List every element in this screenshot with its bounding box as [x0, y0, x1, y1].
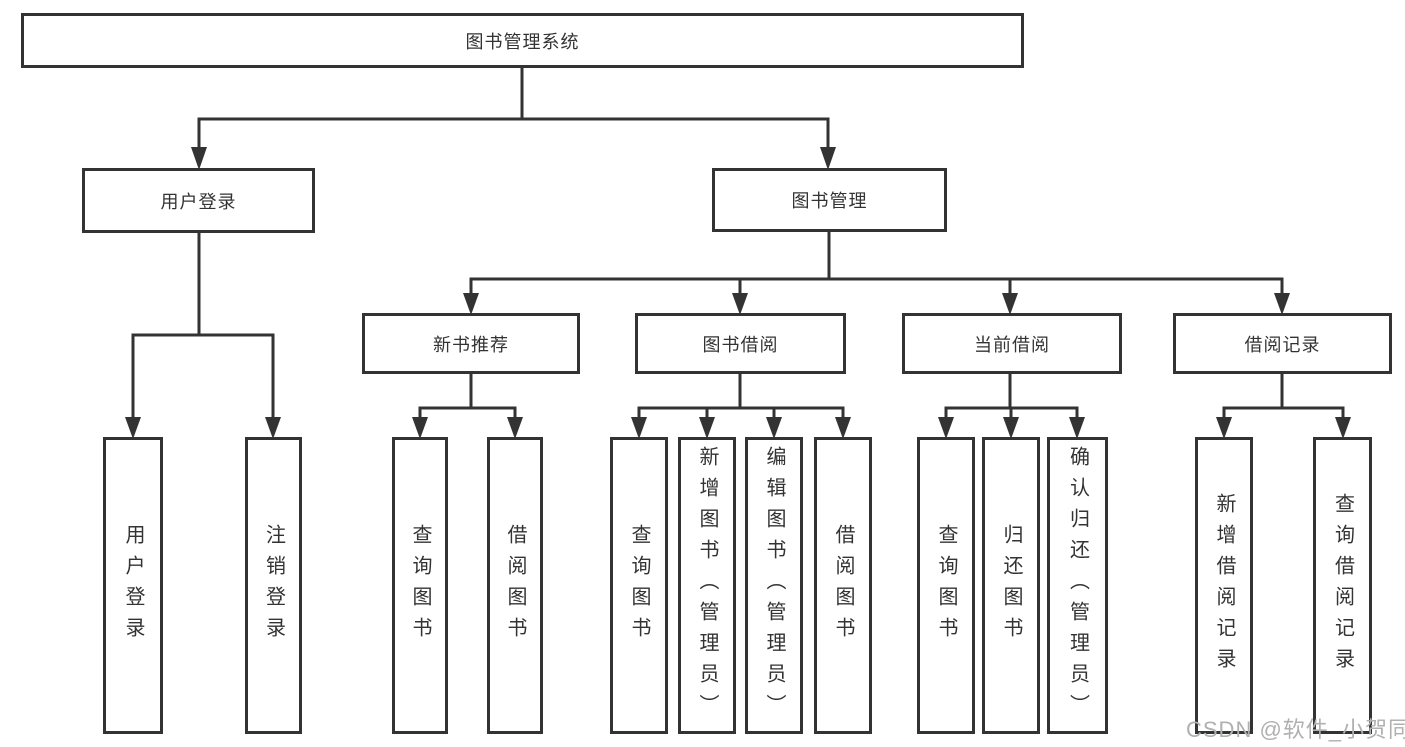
arrow-down-icon: [1003, 417, 1019, 439]
leaf-user-login: 用户登录: [103, 437, 163, 734]
leaf-borrow-books: 借阅图书: [487, 437, 543, 734]
leaf-label: 新增图书（管理员）: [696, 446, 718, 725]
arrow-down-icon: [412, 417, 428, 439]
arrow-down-icon: [125, 417, 141, 439]
leaf-label: 借阅图书: [504, 523, 526, 648]
arrow-down-icon: [699, 417, 715, 439]
arrow-down-icon: [1335, 417, 1351, 439]
arrow-down-icon: [820, 147, 836, 170]
arrow-down-icon: [631, 417, 647, 439]
leaf-label: 用户登录: [122, 523, 144, 648]
leaf-label: 查询图书: [409, 523, 431, 648]
leaf-label: 查询图书: [935, 523, 957, 648]
arrow-down-icon: [265, 417, 281, 439]
arrow-down-icon: [463, 293, 479, 315]
leaf-query-books: 查询图书: [917, 437, 975, 734]
arrow-down-icon: [1216, 417, 1232, 439]
leaf-label: 归还图书: [1000, 523, 1022, 648]
arrow-down-icon: [766, 417, 782, 439]
csdn-watermark: CSDN @软件_小贺同学: [1186, 717, 1405, 742]
node-user-login: 用户登录: [82, 168, 315, 233]
node-new-book-recommend: 新书推荐: [362, 313, 580, 374]
node-book-borrow: 图书借阅: [635, 313, 846, 374]
leaf-add-books-admin: 新增图书（管理员）: [678, 437, 736, 734]
node-current-borrow: 当前借阅: [902, 313, 1122, 374]
node-label: 图书管理: [791, 191, 868, 211]
arrow-down-icon: [835, 417, 851, 439]
leaf-query-books: 查询图书: [610, 437, 668, 734]
connector-user-login-to-leaves: [125, 231, 281, 439]
leaf-label: 借阅图书: [832, 523, 854, 648]
node-book-management: 图书管理: [712, 168, 947, 232]
leaf-label: 编辑图书（管理员）: [763, 446, 785, 725]
arrow-down-icon: [1274, 293, 1290, 315]
leaf-label: 查询借阅记录: [1331, 492, 1354, 679]
node-label: 用户登录: [160, 191, 237, 212]
node-borrow-record: 借阅记录: [1173, 313, 1392, 374]
leaf-confirm-return-admin: 确认归还（管理员）: [1047, 437, 1108, 734]
leaf-label: 查询图书: [628, 523, 650, 648]
arrow-down-icon: [938, 417, 954, 439]
leaf-add-borrow-record: 新增借阅记录: [1195, 437, 1253, 734]
leaf-edit-books-admin: 编辑图书（管理员）: [745, 437, 803, 734]
arrow-down-icon: [507, 417, 523, 439]
arrow-down-icon: [1069, 417, 1085, 439]
node-label: 当前借阅: [974, 334, 1050, 355]
node-library-system: 图书管理系统: [21, 13, 1024, 68]
leaf-borrow-books: 借阅图书: [814, 437, 872, 734]
connector-root-to-level2: [191, 66, 836, 170]
connector-new-book-rec-to-leaves: [412, 372, 523, 439]
leaf-query-borrow-record: 查询借阅记录: [1313, 437, 1372, 734]
arrow-down-icon: [1002, 293, 1018, 315]
connector-book-borrow-to-leaves: [631, 372, 851, 439]
leaf-return-books: 归还图书: [982, 437, 1040, 734]
leaf-logout: 注销登录: [245, 437, 302, 734]
node-label: 图书借阅: [702, 334, 779, 355]
arrow-down-icon: [191, 147, 207, 170]
node-label: 图书管理系统: [465, 31, 580, 52]
leaf-label: 确认归还（管理员）: [1066, 446, 1089, 725]
node-label: 借阅记录: [1244, 334, 1321, 355]
connector-current-borrow-to-leaves: [938, 372, 1085, 439]
leaf-label: 注销登录: [262, 523, 285, 648]
node-label: 新书推荐: [433, 334, 509, 355]
arrow-down-icon: [732, 293, 748, 315]
leaf-query-books: 查询图书: [392, 437, 448, 734]
connector-borrow-record-to-leaves: [1216, 372, 1351, 439]
connector-book-mgmt-to-level3: [463, 230, 1290, 315]
leaf-label: 新增借阅记录: [1213, 492, 1235, 679]
